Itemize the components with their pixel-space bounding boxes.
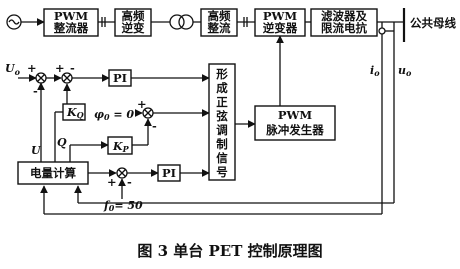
svg-text:成: 成 <box>216 81 228 95</box>
figure-caption: 图 3 单台 PET 控制原理图 <box>137 242 322 260</box>
pi-lower-label: PI <box>162 166 176 180</box>
sign-plus: + <box>137 97 147 111</box>
q-label: Q <box>57 136 67 149</box>
svg-text:调: 调 <box>216 123 228 137</box>
pwm-pulse-generator-box <box>254 105 336 141</box>
pwm-rectifier-box <box>43 8 99 37</box>
pwm-inverter-box <box>254 8 306 37</box>
f0-label: f0= 50 <box>103 199 143 213</box>
sine-modulation-label: 形 成 正 弦 调 制 信 号 <box>216 67 228 179</box>
pwm-pulse-label-1: PWM <box>278 108 313 122</box>
control-stage: Uo + - + - PI KQ φ0 = 0 <box>5 35 412 215</box>
common-bus-label: 公共母线 <box>410 16 456 30</box>
u-label: U <box>31 144 42 157</box>
sum-junction-1 <box>35 72 47 84</box>
sign-minus: - <box>152 119 157 133</box>
hf-inverter-label-2: 逆变 <box>122 21 145 35</box>
kq-label: KQ <box>66 106 84 120</box>
phi0-label: φ0 = 0 <box>94 108 134 122</box>
sign-plus: + <box>55 61 65 75</box>
hf-rectifier-box <box>200 8 238 37</box>
svg-text:制: 制 <box>216 137 228 151</box>
power-calc-label: 电量计算 <box>30 166 76 180</box>
pwm-rectifier-label-1: PWM <box>54 9 89 23</box>
sign-minus: - <box>70 61 75 75</box>
hf-inverter-label-1: 高频 <box>122 9 145 23</box>
power-stage: PWM 整流器 高频 逆变 高频 整流 PWM 逆变器 <box>6 8 456 214</box>
hf-rectifier-label-2: 整流 <box>207 21 231 35</box>
pi-upper-label: PI <box>113 71 127 85</box>
dc-capacitor-2-icon <box>243 17 248 27</box>
uo-ref-label: Uo <box>5 62 21 77</box>
svg-text:形: 形 <box>216 67 228 81</box>
sign-plus: + <box>107 175 117 189</box>
kp-label: KP <box>112 140 130 154</box>
filter-limiter-label-2: 限流电抗 <box>321 21 367 35</box>
svg-text:信: 信 <box>216 151 228 165</box>
current-sensor-icon <box>378 27 386 35</box>
sum-junction-4 <box>116 167 128 179</box>
filter-limiter-label-1: 滤波器及 <box>321 9 367 23</box>
sine-wave-icon <box>8 19 20 25</box>
pwm-pulse-label-2: 脉冲发生器 <box>265 123 324 137</box>
dc-capacitor-icon <box>101 17 106 27</box>
filter-limiter-box <box>310 8 378 37</box>
svg-text:弦: 弦 <box>216 109 228 123</box>
sine-modulation-box <box>208 63 236 181</box>
hf-rectifier-label-1: 高频 <box>208 9 231 23</box>
io-label: io <box>370 64 380 78</box>
pwm-inverter-label-2: 逆变器 <box>263 21 298 35</box>
transformer-icon <box>169 14 194 30</box>
sign-minus: - <box>127 175 132 189</box>
svg-text:号: 号 <box>216 165 228 179</box>
sign-minus: - <box>33 84 38 98</box>
sign-plus: + <box>27 61 37 75</box>
uo-label: uo <box>398 64 412 78</box>
svg-text:正: 正 <box>216 95 228 109</box>
pwm-rectifier-label-2: 整流器 <box>53 21 89 35</box>
pwm-inverter-label-1: PWM <box>263 9 298 23</box>
